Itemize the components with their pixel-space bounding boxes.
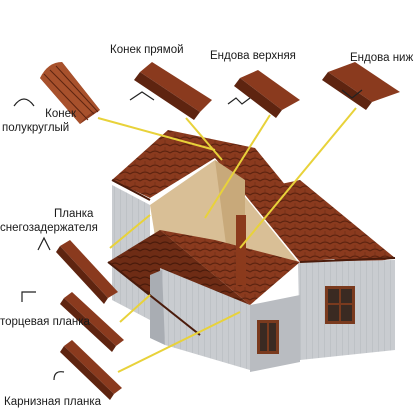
- house: [107, 130, 396, 372]
- gable-trim-part: [60, 292, 124, 352]
- label-snow-guard-1: Планка: [54, 208, 94, 220]
- leader-snow-guard: [109, 214, 151, 249]
- ridge-straight-profile-icon: [129, 91, 155, 101]
- leader-valley-top: [204, 114, 271, 219]
- label-ridge-round-2: полукруглый: [2, 122, 70, 134]
- front-roof-right: [160, 230, 300, 305]
- leader-eave-trim: [117, 311, 241, 373]
- right-wing-roof: [252, 180, 395, 268]
- valley-bottom-part: [322, 62, 400, 110]
- valley-bottom-profile-icon: [341, 89, 363, 99]
- snow-guard-profile-icon: [37, 236, 51, 251]
- valley-board: [236, 215, 246, 285]
- valley-top-part: [234, 70, 300, 118]
- main-roof-back: [112, 130, 345, 262]
- leader-ridge-round: [97, 117, 216, 151]
- left-front-wall: [150, 270, 165, 345]
- label-valley-bottom: Ендова ниж: [350, 52, 414, 64]
- label-ridge-round-1: Конек: [45, 108, 76, 120]
- valley-top-profile-icon: [227, 97, 251, 105]
- leader-lines: [97, 107, 357, 373]
- ridge-round-profile-icon: [13, 98, 35, 107]
- snow-guard-part: [56, 240, 118, 304]
- label-valley-top: Ендова верхняя: [210, 50, 296, 62]
- eave-trim-profile-icon: [53, 371, 65, 381]
- ridge-round-part: [40, 62, 100, 124]
- leader-ridge-straight: [185, 117, 223, 161]
- eave-trim-part: [60, 340, 122, 400]
- leader-valley-bottom: [239, 107, 357, 249]
- label-ridge-straight: Конек прямой: [110, 44, 184, 56]
- leader-gable-trim: [119, 294, 151, 323]
- label-eave-trim: Карнизная планка: [4, 396, 102, 408]
- window-front: [257, 320, 279, 354]
- label-snow-guard-2: снегозадержателя: [0, 222, 98, 234]
- ridge-straight-part: [134, 62, 212, 120]
- gable-trim-profile-icon: [21, 291, 36, 302]
- label-gable-trim: торцевая планка: [0, 316, 90, 328]
- front-gable-wall: [160, 268, 250, 370]
- window-right: [325, 286, 355, 324]
